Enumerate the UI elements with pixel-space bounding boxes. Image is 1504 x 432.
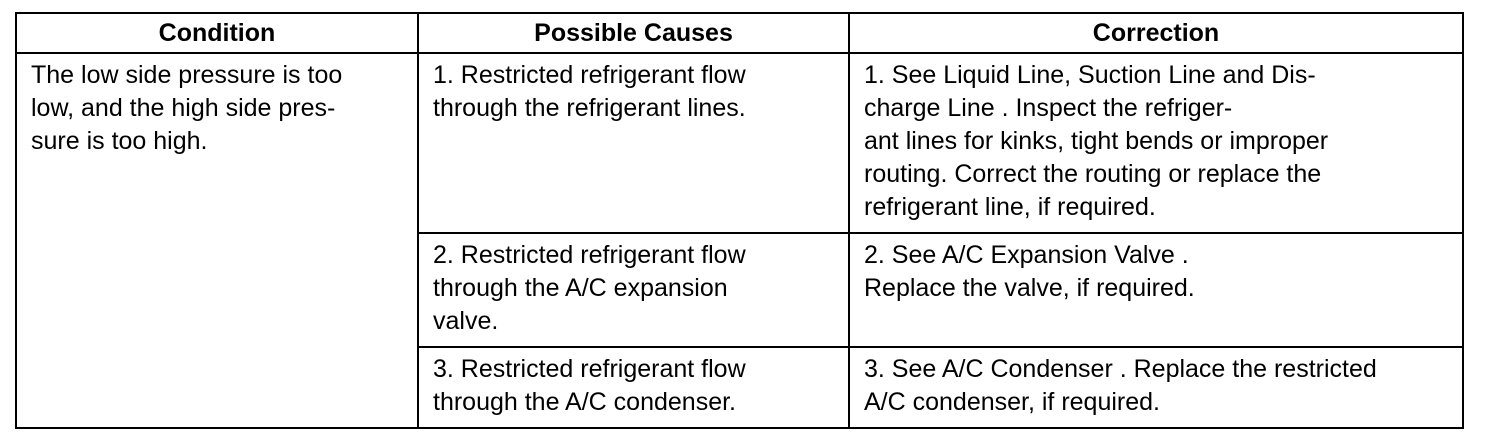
table-row: 3. Restricted refrigerant flow through t… <box>16 346 1464 429</box>
correction-line: refrigerant line, if required. <box>864 193 1156 221</box>
correction-cell-3: 3. See A/C Condenser . Replace the restr… <box>848 346 1464 429</box>
cause-cell-1: 1. Restricted refrigerant flow through t… <box>417 52 850 234</box>
header-row: Condition Possible Causes Correction <box>15 12 1464 54</box>
cause-cell-2: 2. Restricted refrigerant flow through t… <box>417 232 850 348</box>
cause-line: through the A/C condenser. <box>433 388 736 416</box>
correction-line: A/C condenser, if required. <box>864 388 1160 416</box>
table-row: The low side pressure is too low, and th… <box>15 52 1464 429</box>
table-row: 2. Restricted refrigerant flow through t… <box>16 232 1464 348</box>
cause-line: valve. <box>433 307 499 335</box>
correction-line: 2. See A/C Expansion Valve . <box>864 241 1189 269</box>
condition-cell: The low side pressure is too low, and th… <box>15 52 419 429</box>
cause-cell-3: 3. Restricted refrigerant flow through t… <box>417 346 850 429</box>
correction-line: 1. See Liquid Line, Suction Line and Dis… <box>864 61 1316 89</box>
correction-line: ant lines for kinks, tight bends or impr… <box>864 127 1329 155</box>
condition-line: The low side pressure is too <box>31 61 343 89</box>
diagnostic-table: Condition Possible Causes Correction The… <box>15 12 1464 429</box>
correction-line: Replace the valve, if required. <box>864 274 1195 302</box>
cause-line: through the refrigerant lines. <box>433 94 746 122</box>
header-correction: Correction <box>848 12 1464 54</box>
cause-line: through the A/C expansion <box>433 274 728 302</box>
condition-line: low, and the high side pres- <box>31 94 336 122</box>
header-condition: Condition <box>15 12 419 54</box>
correction-cell-1: 1. See Liquid Line, Suction Line and Dis… <box>848 52 1464 234</box>
correction-line: routing. Correct the routing or replace … <box>864 160 1322 188</box>
correction-line: charge Line . Inspect the refriger- <box>864 94 1233 122</box>
correction-cell-2: 2. See A/C Expansion Valve . Replace the… <box>848 232 1464 348</box>
cause-line: 1. Restricted refrigerant flow <box>433 61 746 89</box>
cause-line: 2. Restricted refrigerant flow <box>433 241 746 269</box>
correction-line: 3. See A/C Condenser . Replace the restr… <box>864 355 1377 383</box>
cause-line: 3. Restricted refrigerant flow <box>433 355 746 383</box>
condition-line: sure is too high. <box>31 127 208 155</box>
header-possible-causes: Possible Causes <box>417 12 850 54</box>
